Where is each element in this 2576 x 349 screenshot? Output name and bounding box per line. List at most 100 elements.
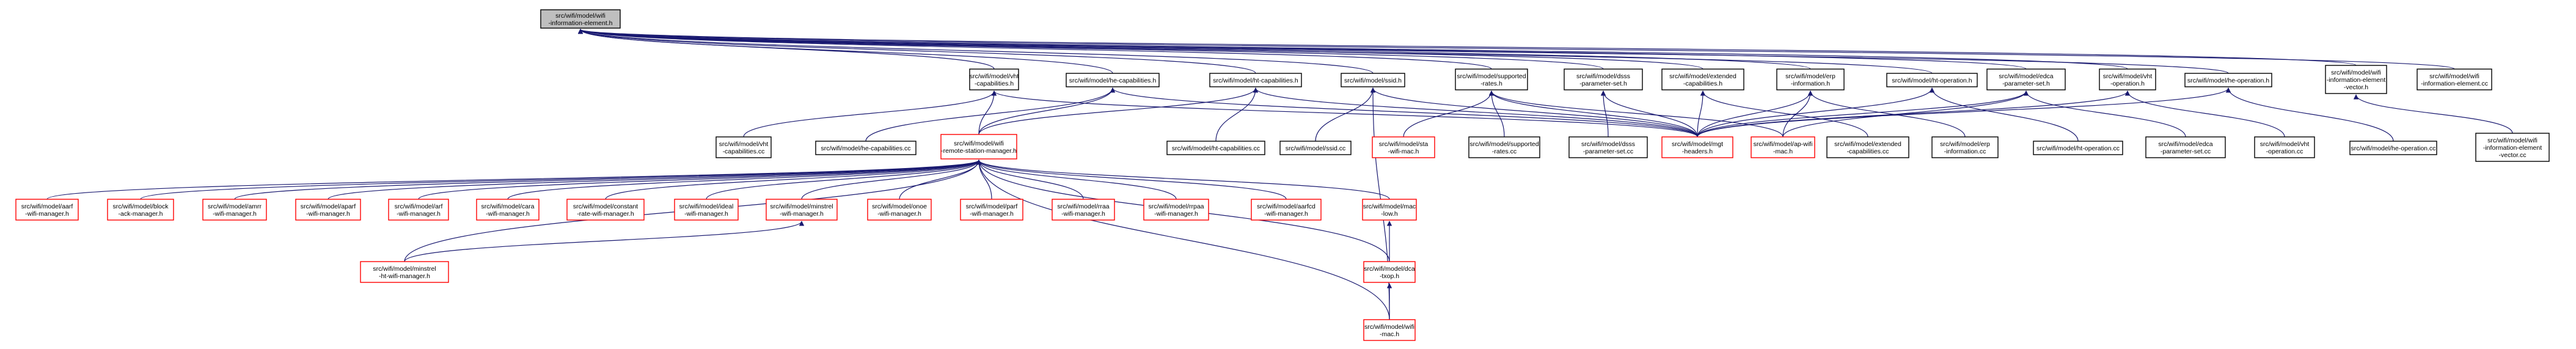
node-box[interactable] — [1986, 68, 2066, 90]
node-ht-cap-h[interactable]: src/wifi/model/ht-capabilities.h — [1209, 73, 1302, 87]
node-arf-h[interactable]: src/wifi/model/arf-wifi-manager.h — [388, 199, 449, 221]
node-box[interactable] — [960, 199, 1023, 221]
node-root[interactable]: src/wifi/model/wifi-information-element.… — [540, 9, 621, 29]
node-box[interactable] — [1363, 261, 1416, 283]
node-ht-cap-cc[interactable]: src/wifi/model/ht-capabilities.cc — [1166, 141, 1265, 155]
node-box[interactable] — [15, 199, 79, 221]
node-rsm-h[interactable]: src/wifi/model/wifi-remote-station-manag… — [940, 134, 1017, 160]
node-edca-cc[interactable]: src/wifi/model/edca-parameter-set.cc — [2145, 136, 2226, 158]
node-box[interactable] — [2184, 73, 2272, 87]
node-constant-h[interactable]: src/wifi/model/constant-rate-wifi-manage… — [566, 199, 645, 221]
node-aparf-h[interactable]: src/wifi/model/aparf-wifi-manager.h — [295, 199, 361, 221]
node-box[interactable] — [1362, 199, 1417, 221]
node-ht-op-h[interactable]: src/wifi/model/ht-operation.h — [1886, 73, 1978, 87]
node-box[interactable] — [1661, 136, 1733, 158]
node-box[interactable] — [940, 134, 1017, 160]
node-box[interactable] — [1886, 73, 1978, 87]
node-box[interactable] — [1066, 73, 1160, 87]
node-box[interactable] — [1564, 68, 1643, 90]
node-box[interactable] — [1279, 141, 1352, 155]
node-box[interactable] — [2099, 68, 2156, 90]
node-rraa-h[interactable]: src/wifi/model/rraa-wifi-manager.h — [1052, 199, 1115, 221]
node-box[interactable] — [1251, 199, 1322, 221]
node-he-op-cc[interactable]: src/wifi/model/he-operation.cc — [2349, 141, 2437, 155]
node-box[interactable] — [766, 199, 838, 221]
node-box[interactable] — [1468, 136, 1540, 158]
node-box[interactable] — [1826, 136, 1909, 158]
node-he-cap-cc[interactable]: src/wifi/model/he-capabilities.cc — [815, 141, 917, 155]
node-amrr-h[interactable]: src/wifi/model/amrr-wifi-manager.h — [202, 199, 267, 221]
node-box[interactable] — [1209, 73, 1302, 87]
node-box[interactable] — [715, 136, 772, 158]
node-box[interactable] — [2325, 65, 2387, 94]
node-vht-cap-cc[interactable]: src/wifi/model/vht-capabilities.cc — [715, 136, 772, 158]
node-wifi-mac-h[interactable]: src/wifi/model/wifi-mac.h — [1363, 319, 1416, 341]
node-dsss-cc[interactable]: src/wifi/model/dsss-parameter-set.cc — [1568, 136, 1648, 158]
node-ie-cc[interactable]: src/wifi/model/wifi-information-element.… — [2417, 68, 2492, 90]
node-dsss-h[interactable]: src/wifi/model/dsss-parameter-set.h — [1564, 68, 1643, 90]
node-box[interactable] — [1776, 68, 1845, 90]
node-ssid-cc[interactable]: src/wifi/model/ssid.cc — [1279, 141, 1352, 155]
node-box[interactable] — [1341, 73, 1405, 87]
node-box[interactable] — [2475, 133, 2550, 162]
node-box[interactable] — [295, 199, 361, 221]
node-minstrel-h[interactable]: src/wifi/model/minstrel-wifi-manager.h — [766, 199, 838, 221]
node-box[interactable] — [1166, 141, 1265, 155]
node-box[interactable] — [202, 199, 267, 221]
node-box[interactable] — [815, 141, 917, 155]
node-erp-h[interactable]: src/wifi/model/erp-information.h — [1776, 68, 1845, 90]
node-erp-cc[interactable]: src/wifi/model/erp-information.cc — [1931, 136, 1999, 158]
node-box[interactable] — [566, 199, 645, 221]
node-box[interactable] — [1661, 68, 1744, 90]
node-mgt-h[interactable]: src/wifi/model/mgt-headers.h — [1661, 136, 1733, 158]
node-cara-h[interactable]: src/wifi/model/cara-wifi-manager.h — [476, 199, 540, 221]
node-ap-mac-h[interactable]: src/wifi/model/ap-wifi-mac.h — [1751, 136, 1815, 158]
node-box[interactable] — [1568, 136, 1648, 158]
node-mac-low-h[interactable]: src/wifi/model/mac-low.h — [1362, 199, 1417, 221]
node-box[interactable] — [1143, 199, 1209, 221]
node-box[interactable] — [2349, 141, 2437, 155]
node-aarfcd-h[interactable]: src/wifi/model/aarfcd-wifi-manager.h — [1251, 199, 1322, 221]
node-box[interactable] — [1455, 68, 1528, 90]
node-box[interactable] — [1751, 136, 1815, 158]
node-ssid-h[interactable]: src/wifi/model/ssid.h — [1341, 73, 1405, 87]
node-rrpaa-h[interactable]: src/wifi/model/rrpaa-wifi-manager.h — [1143, 199, 1209, 221]
node-box[interactable] — [388, 199, 449, 221]
node-he-cap-h[interactable]: src/wifi/model/he-capabilities.h — [1066, 73, 1160, 87]
node-box[interactable] — [1052, 199, 1115, 221]
node-ht-op-cc[interactable]: src/wifi/model/ht-operation.cc — [2033, 141, 2123, 155]
node-box[interactable] — [476, 199, 540, 221]
node-supp-rates-cc[interactable]: src/wifi/model/supported-rates.cc — [1468, 136, 1540, 158]
node-ie-vector-h[interactable]: src/wifi/model/wifi-information-element-… — [2325, 65, 2387, 94]
node-box[interactable] — [107, 199, 174, 221]
node-box[interactable] — [2145, 136, 2226, 158]
node-box[interactable] — [867, 199, 932, 221]
node-box[interactable] — [2417, 68, 2492, 90]
node-vht-cap-h[interactable]: src/wifi/model/vht-capabilities.h — [969, 68, 1019, 90]
node-box[interactable] — [1931, 136, 1999, 158]
node-box[interactable] — [1372, 136, 1435, 158]
node-box[interactable] — [360, 261, 449, 283]
node-dca-h[interactable]: src/wifi/model/dca-txop.h — [1363, 261, 1416, 283]
node-supp-rates-h[interactable]: src/wifi/model/supported-rates.h — [1455, 68, 1528, 90]
node-ideal-h[interactable]: src/wifi/model/ideal-wifi-manager.h — [674, 199, 739, 221]
node-he-op-h[interactable]: src/wifi/model/he-operation.h — [2184, 73, 2272, 87]
node-sta-mac-h[interactable]: src/wifi/model/sta-wifi-mac.h — [1372, 136, 1435, 158]
node-vht-op-cc[interactable]: src/wifi/model/vht-operation.cc — [2254, 136, 2315, 158]
node-block-ack-h[interactable]: src/wifi/model/block-ack-manager.h — [107, 199, 174, 221]
node-box[interactable] — [2254, 136, 2315, 158]
node-vht-op-h[interactable]: src/wifi/model/vht-operation.h — [2099, 68, 2156, 90]
node-box[interactable] — [540, 9, 621, 29]
node-onoe-h[interactable]: src/wifi/model/onoe-wifi-manager.h — [867, 199, 932, 221]
node-ext-cap-cc[interactable]: src/wifi/model/extended-capabilities.cc — [1826, 136, 1909, 158]
node-box[interactable] — [1363, 319, 1416, 341]
node-box[interactable] — [2033, 141, 2123, 155]
node-box[interactable] — [969, 68, 1019, 90]
node-box[interactable] — [674, 199, 739, 221]
node-edca-h[interactable]: src/wifi/model/edca-parameter-set.h — [1986, 68, 2066, 90]
node-aarf-h[interactable]: src/wifi/model/aarf-wifi-manager.h — [15, 199, 79, 221]
node-ie-vector-cc[interactable]: src/wifi/model/wifi-information-element-… — [2475, 133, 2550, 162]
node-parf-h[interactable]: src/wifi/model/parf-wifi-manager.h — [960, 199, 1023, 221]
node-ext-cap-h[interactable]: src/wifi/model/extended-capabilities.h — [1661, 68, 1744, 90]
node-minstrel-ht-h[interactable]: src/wifi/model/minstrel-ht-wifi-manager.… — [360, 261, 449, 283]
